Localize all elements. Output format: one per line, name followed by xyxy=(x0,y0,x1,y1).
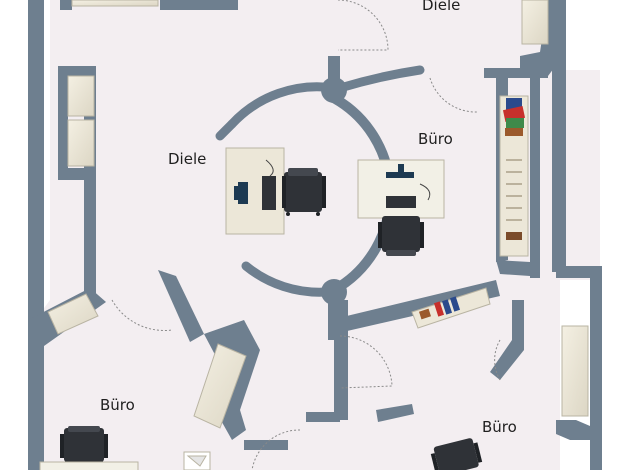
room-label-diele: Diele xyxy=(168,150,207,168)
room-label-diele-top: Diele xyxy=(422,0,461,14)
room-label-buero-lower-right: Büro xyxy=(482,418,517,436)
room-label-buero-lower-left: Büro xyxy=(100,396,135,414)
desk-buero-upper xyxy=(357,159,445,219)
curved-walls xyxy=(215,65,425,297)
door-swing-icon xyxy=(111,0,501,470)
desk-buero-lower-left xyxy=(39,461,139,470)
office-chair-icon xyxy=(282,168,326,216)
room-label-buero-upper: Büro xyxy=(418,130,453,148)
office-chair-icon xyxy=(60,426,108,462)
desk-diele xyxy=(225,147,285,235)
office-chair-icon xyxy=(378,216,424,256)
floor-area xyxy=(28,0,600,470)
bookshelf-icon xyxy=(499,95,529,257)
cabinets xyxy=(47,0,589,429)
cabinet-icon xyxy=(411,287,491,329)
office-chair-icon xyxy=(430,438,483,470)
